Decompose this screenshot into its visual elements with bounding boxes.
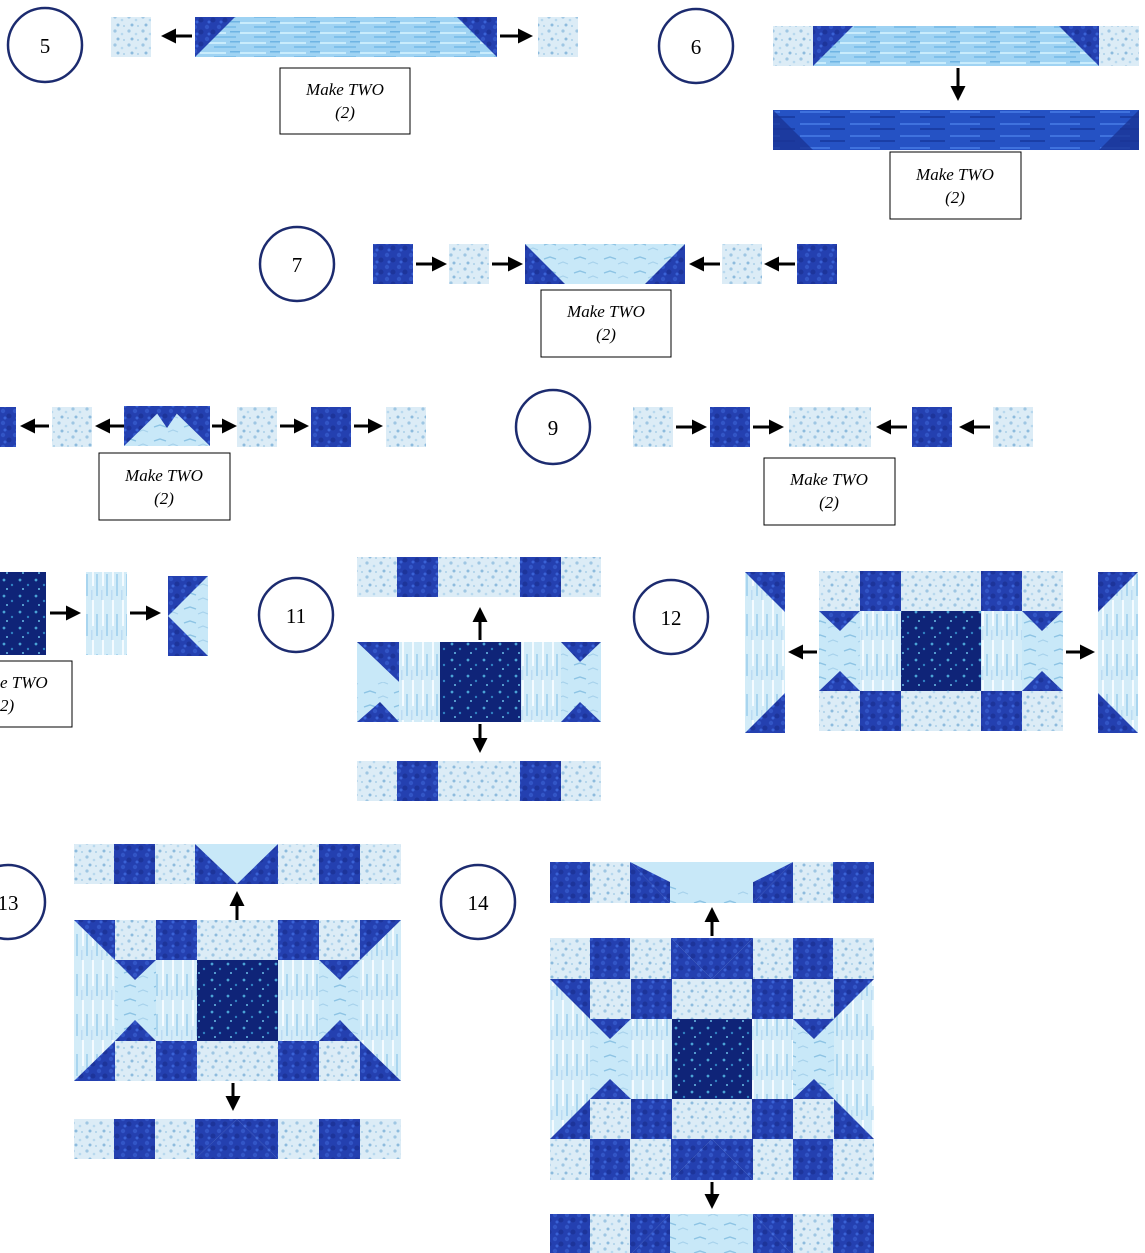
light-square (237, 407, 277, 447)
svg-text:(2): (2) (154, 489, 174, 508)
step-number: 12 (661, 606, 682, 630)
bottom-row-strip (74, 1119, 401, 1159)
streak-rectangle (86, 572, 127, 655)
bottom-row-strip (357, 761, 601, 801)
svg-text:Make TWO: Make TWO (915, 165, 994, 184)
step-number: 11 (286, 604, 306, 628)
step-14: 14 (441, 862, 874, 1253)
center-block (819, 571, 1063, 731)
light-square (993, 407, 1033, 447)
dark-square (912, 407, 952, 447)
dark-square (0, 407, 16, 447)
center-quilt-block (550, 938, 874, 1180)
make-two-label: Make TWO (2) (99, 453, 230, 520)
svg-text:(2): (2) (596, 325, 616, 344)
step-12: 12 (634, 571, 1138, 733)
step-number: 7 (292, 253, 303, 277)
step-number: 13 (0, 891, 19, 915)
step-6: 6 Make TWO (2) (659, 9, 1139, 219)
light-square (538, 17, 578, 57)
light-rectangle (789, 407, 871, 447)
svg-text:Make TWO: Make TWO (789, 470, 868, 489)
step-11: 11 (259, 557, 601, 801)
right-side-unit (1098, 572, 1138, 733)
step-13: 13 (0, 844, 401, 1159)
center-row (357, 642, 601, 722)
dark-square (710, 407, 750, 447)
flying-geese-unit (124, 406, 210, 446)
step-9: 9 Make TWO (2) (516, 390, 1033, 525)
svg-text:e TWO: e TWO (0, 673, 48, 692)
navy-square (0, 572, 46, 655)
svg-text:(2): (2) (335, 103, 355, 122)
svg-text:Make TWO: Make TWO (566, 302, 645, 321)
step-8-partial: Make TWO (2) (0, 406, 426, 520)
light-square (111, 17, 151, 57)
left-side-unit (745, 572, 785, 733)
make-two-label: Make TWO (2) (890, 152, 1021, 219)
step-5: 5 Make TWO (2) (8, 8, 578, 134)
light-square (52, 407, 92, 447)
center-block (74, 920, 401, 1081)
dark-square (797, 244, 837, 284)
side-geese-unit (168, 576, 208, 656)
top-row-strip (357, 557, 601, 597)
top-border-strip (550, 862, 874, 903)
top-row-strip (74, 844, 401, 884)
flying-geese-unit (525, 244, 685, 284)
make-two-label: e TWO 2) (0, 661, 72, 727)
svg-text:Make TWO: Make TWO (124, 466, 203, 485)
top-strip (773, 26, 1139, 66)
svg-text:2): 2) (0, 696, 15, 715)
dark-square (373, 244, 413, 284)
bottom-strip (773, 110, 1139, 150)
step-number: 5 (40, 34, 51, 58)
strip-unit (195, 17, 497, 57)
bottom-border-strip (550, 1214, 874, 1253)
step-number: 14 (468, 891, 490, 915)
step-7: 7 Make TWO (2) (260, 227, 837, 357)
light-square (449, 244, 489, 284)
step-10-partial: e TWO 2) (0, 572, 208, 727)
step-number: 6 (691, 35, 702, 59)
make-two-label: Make TWO (2) (764, 458, 895, 525)
make-two-label: Make TWO (2) (280, 68, 410, 134)
light-square (386, 407, 426, 447)
make-two-label: Make TWO (2) (541, 290, 671, 357)
dark-square (311, 407, 351, 447)
light-square (633, 407, 673, 447)
light-square (722, 244, 762, 284)
svg-text:Make TWO: Make TWO (305, 80, 384, 99)
step-number: 9 (548, 416, 559, 440)
svg-text:(2): (2) (819, 493, 839, 512)
svg-text:(2): (2) (945, 188, 965, 207)
